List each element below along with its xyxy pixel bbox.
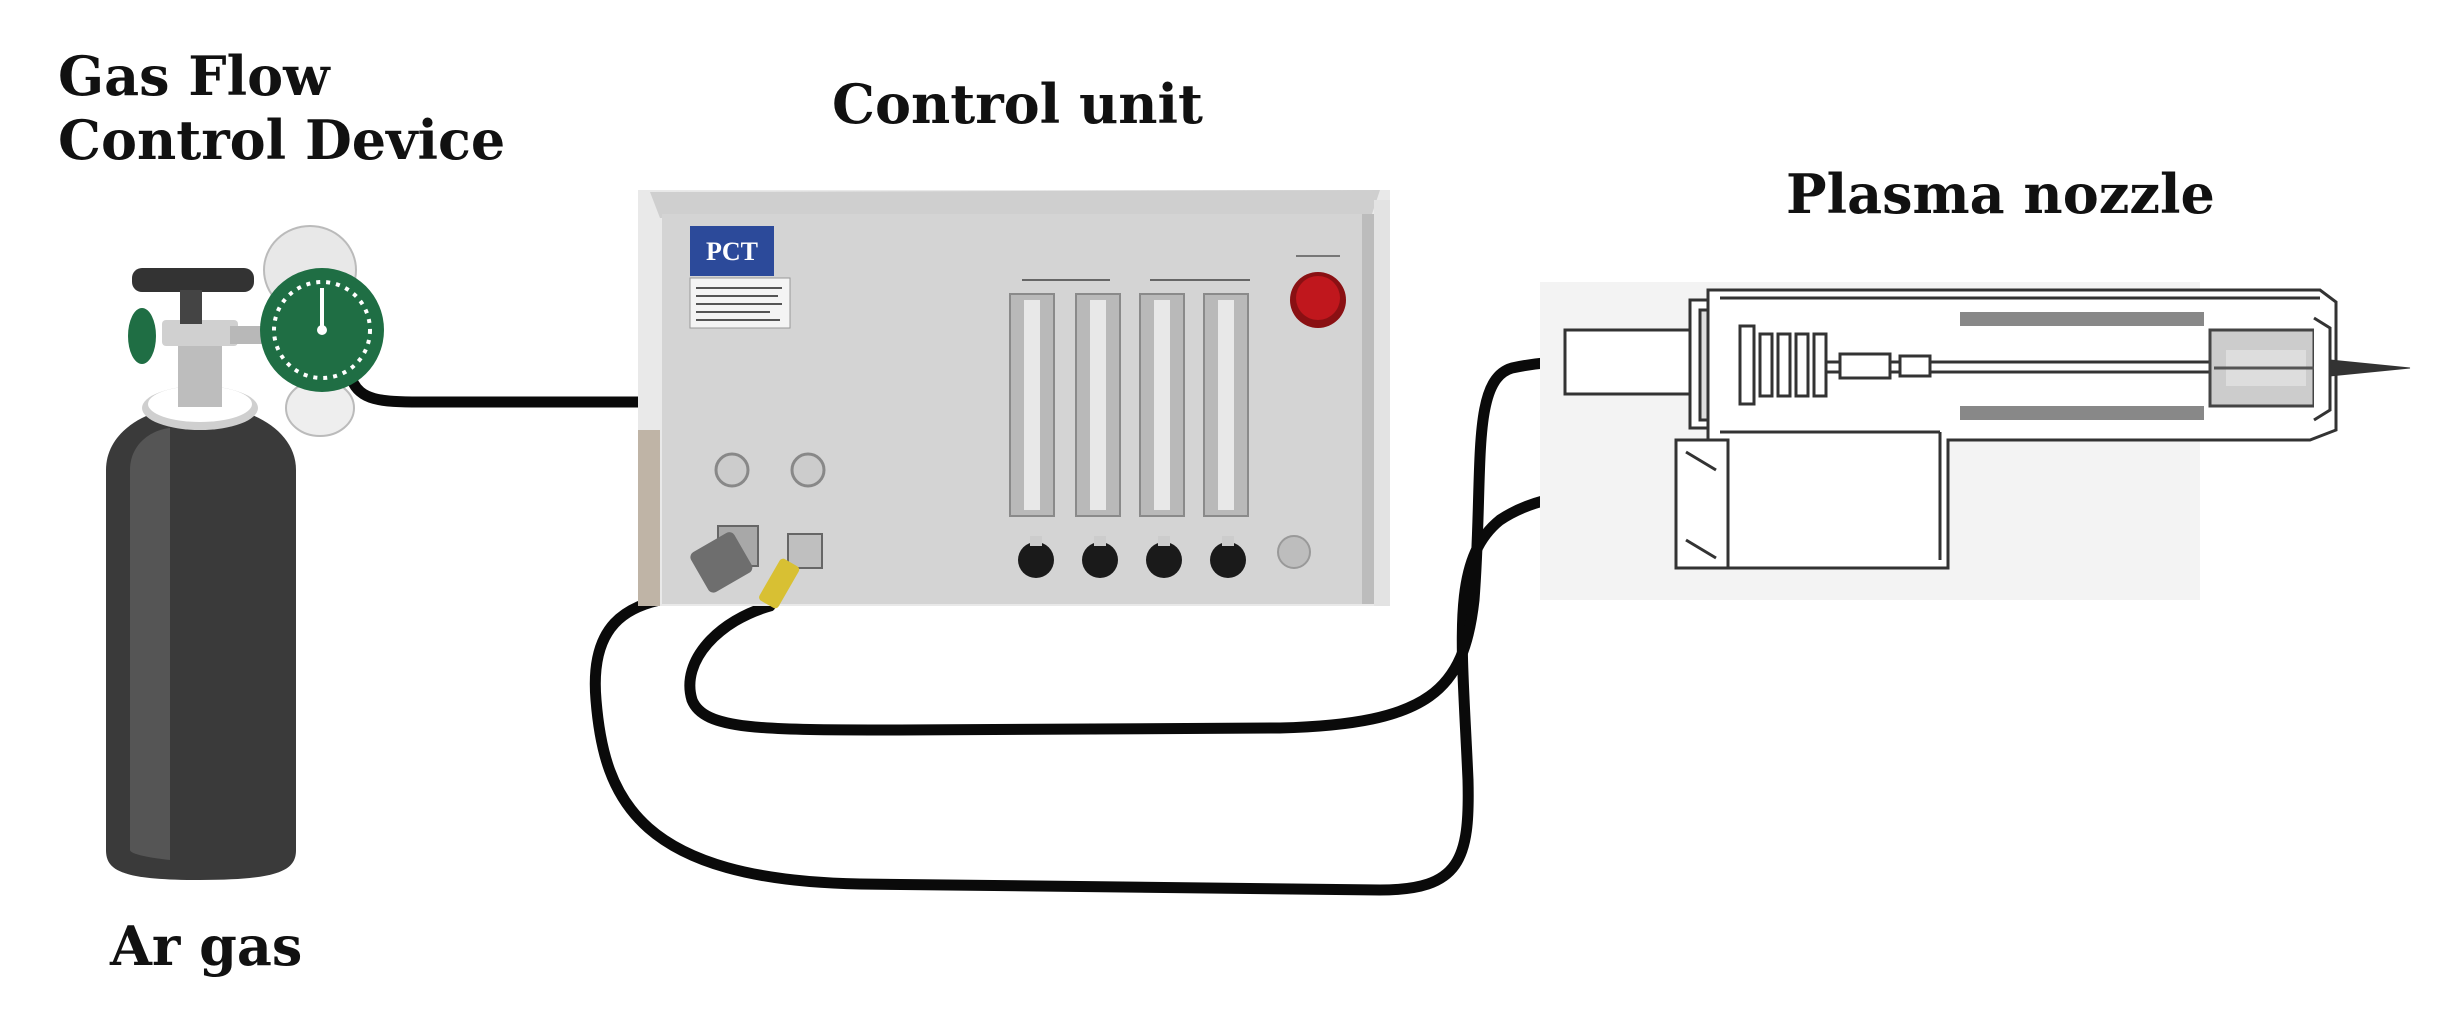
ar-gas-label: Ar gas: [110, 914, 303, 978]
shield-top: [1960, 312, 2204, 326]
gas-line-loop: [684, 356, 1571, 736]
cables: [346, 356, 1681, 896]
flowmeter-1-glass: [1024, 300, 1040, 510]
power-plug: [690, 532, 753, 593]
power-cable-loop: [589, 484, 1681, 896]
wall-edge: [638, 430, 660, 606]
valve-body: [162, 320, 238, 346]
knob-2[interactable]: [1082, 542, 1118, 578]
gauge-dial: [272, 280, 372, 380]
flowmeter-4-glass: [1218, 300, 1234, 510]
flowmeter-2-glass: [1090, 300, 1106, 510]
gas-supply-hose: [346, 374, 661, 408]
control-unit-icon: PCT: [638, 190, 1390, 609]
power-lamp: [1277, 535, 1311, 569]
gauge-hub: [317, 325, 327, 335]
switch-2[interactable]: [790, 452, 826, 488]
yellow-gas-fitting: [759, 558, 800, 609]
gas-flow-label-line2: Control Device: [58, 108, 506, 172]
valve-stem: [180, 290, 202, 324]
knob-4[interactable]: [1210, 542, 1246, 578]
brand-plate: [690, 226, 774, 276]
gas-flow-label-line1: Gas Flow: [58, 44, 330, 108]
unit-top: [650, 190, 1380, 218]
control-unit-label: Control unit: [832, 72, 1203, 136]
gas-cylinder-icon: [106, 268, 296, 880]
knob-1[interactable]: [1018, 542, 1054, 578]
brand-logo: PCT: [706, 237, 758, 266]
flowmeter-icon: [1009, 293, 1249, 517]
gas-connector: [787, 533, 823, 569]
knob-3[interactable]: [1146, 542, 1182, 578]
electrode-holder: [1838, 352, 1892, 380]
right-edge: [1374, 200, 1390, 606]
valve-handwheel: [132, 268, 254, 292]
unit-side: [1362, 214, 1374, 604]
side-valve: [128, 308, 156, 364]
needle-tip: [2329, 359, 2411, 377]
shield-bottom: [1960, 406, 2204, 420]
switch-1[interactable]: [714, 452, 750, 488]
flow-knobs: [1018, 536, 1246, 578]
plasma-nozzle-label: Plasma nozzle: [1786, 162, 2215, 226]
insulator-fins: [1738, 324, 1828, 406]
upper-inlet: [1563, 328, 1697, 396]
pressure-gauge-icon: [260, 225, 384, 437]
lower-inlet: [1674, 438, 1730, 570]
flowmeter-3-glass: [1154, 300, 1170, 510]
gas-flow-control-device-label: Gas Flow Control Device: [58, 44, 505, 172]
plasma-nozzle-icon: [1540, 282, 2411, 600]
spec-label-lines: [696, 287, 782, 321]
cylinder-highlight: [130, 428, 170, 860]
end-cap: [2313, 316, 2332, 422]
